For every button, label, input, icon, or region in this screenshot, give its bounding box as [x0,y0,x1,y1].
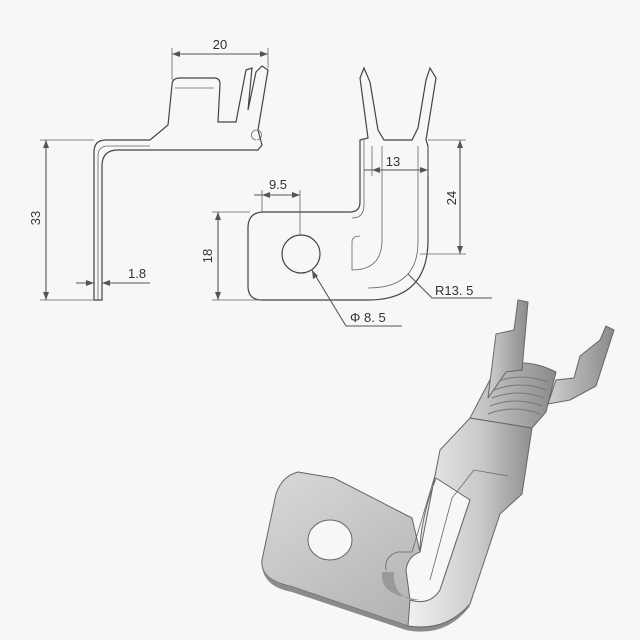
dimension-hole-diameter: Φ 8. 5 [311,269,402,327]
front-view: 13 24 9.5 18 [200,66,492,327]
render-right-tine [547,325,615,405]
render-left-tine [487,299,529,399]
terminal-3d-render [261,299,615,632]
dim-text-20: 20 [213,37,227,52]
render-crimp-barrel [469,362,557,429]
dim-text-9-5: 9.5 [269,177,287,192]
dimension-20: 20 [171,37,269,80]
dimension-18: 18 [200,211,262,301]
mount-hole [281,234,321,274]
dimension-1-8: 1.8 [76,266,150,286]
dim-text-hole-diameter: Φ 8. 5 [350,310,386,325]
dim-text-24: 24 [444,191,459,205]
dimension-24: 24 [420,139,466,255]
render-bent-section [407,417,533,628]
side-view: 20 33 1.8 [28,37,269,301]
dimension-9-5: 9.5 [254,177,301,236]
side-view-outline [93,65,269,301]
dim-text-33: 33 [28,211,43,225]
dim-text-radius: R13. 5 [435,283,473,298]
dimension-13: 13 [364,146,429,176]
dim-text-18: 18 [200,249,215,263]
dimension-radius: R13. 5 [407,273,492,299]
dim-text-1-8: 1.8 [128,266,146,281]
front-view-outline [247,66,437,301]
dimension-33: 33 [28,139,94,301]
render-mount-hole [307,519,353,561]
dim-text-13: 13 [386,154,400,169]
